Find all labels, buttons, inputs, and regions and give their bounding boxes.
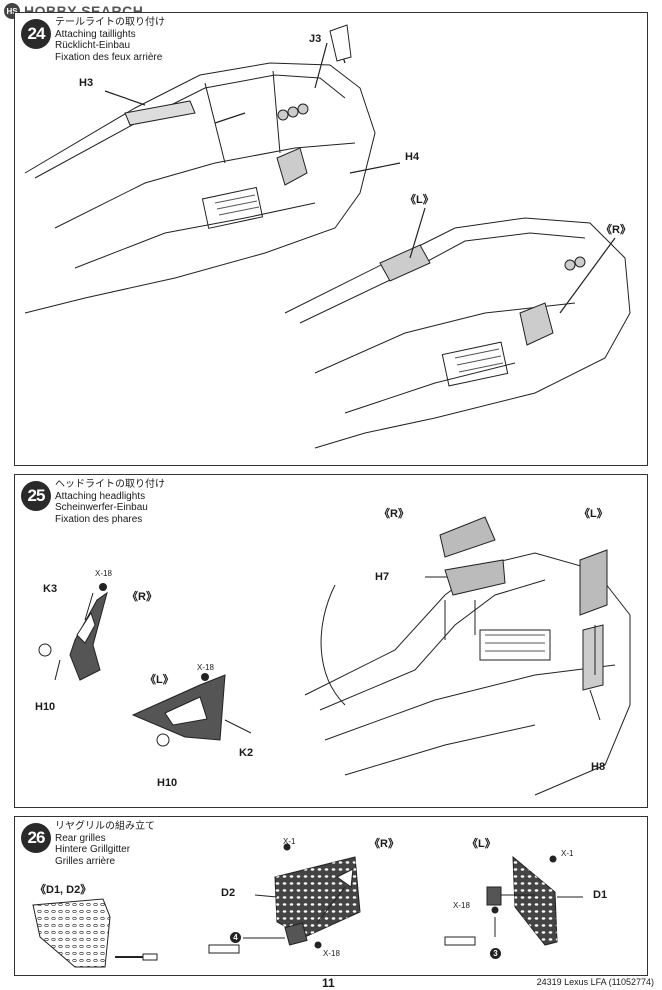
- label-left: 《L》: [405, 194, 434, 206]
- car-rear-drawing: [24, 24, 631, 449]
- step-titles: テールライトの取り付け Attaching taillights Rücklic…: [55, 17, 165, 63]
- label-x18-a: X-18: [323, 949, 340, 958]
- step-number: 26: [21, 823, 51, 853]
- step-25-panel: 25 ヘッドライトの取り付け Attaching headlights Sche…: [14, 474, 648, 808]
- title-de: Rücklicht-Einbau: [55, 40, 131, 51]
- title-en: Attaching headlights: [55, 490, 146, 502]
- label-d1: D1: [593, 889, 608, 901]
- label-d2: D2: [221, 887, 236, 899]
- label-h4: H4: [405, 151, 420, 163]
- label-k2: K2: [239, 747, 254, 759]
- label-right: 《R》: [369, 838, 399, 850]
- label-h8: H8: [591, 761, 606, 773]
- title-fr: Fixation des feux arrière: [55, 51, 163, 63]
- label-x18-b: X-18: [453, 901, 470, 910]
- label-x1-b: X-1: [561, 849, 574, 858]
- title-jp: テールライトの取り付け: [55, 17, 165, 28]
- step-number: 25: [21, 481, 51, 511]
- label-h10-b: H10: [157, 777, 178, 789]
- callout-3-wrap: 3: [490, 947, 501, 959]
- label-left-a: 《L》: [145, 674, 174, 686]
- headlight-drawing: [38, 516, 631, 796]
- title-en: Attaching taillights: [55, 28, 136, 40]
- step-26-panel: 26 リヤグリルの組み立て Rear grilles Hintere Grill…: [14, 816, 648, 976]
- label-x1-a: X-1: [283, 837, 296, 846]
- label-x18-a: X-18: [95, 569, 112, 578]
- title-fr: Grilles arrière: [55, 855, 116, 867]
- label-h10-a: H10: [35, 701, 56, 713]
- step-titles: リヤグリルの組み立て Rear grilles Hintere Grillgit…: [55, 821, 155, 867]
- label-right: 《R》: [601, 224, 631, 236]
- label-left-b: 《L》: [579, 508, 608, 520]
- step-number: 24: [21, 19, 51, 49]
- callout-4-wrap: 4: [230, 931, 241, 943]
- callout-4: 4: [230, 932, 241, 943]
- rear-grille-drawing: [32, 843, 583, 968]
- label-left: 《L》: [467, 838, 496, 850]
- callout-3: 3: [490, 948, 501, 959]
- title-de: Scheinwerfer-Einbau: [55, 502, 148, 513]
- label-right-b: 《R》: [379, 508, 409, 520]
- label-h7: H7: [375, 571, 390, 583]
- label-k3: K3: [43, 583, 58, 595]
- label-h3: H3: [79, 77, 94, 89]
- page-number: 11: [322, 976, 335, 990]
- title-de: Hintere Grillgitter: [55, 844, 131, 855]
- title-fr: Fixation des phares: [55, 513, 143, 525]
- title-jp: リヤグリルの組み立て: [55, 821, 155, 832]
- step-24-panel: 24 テールライトの取り付け Attaching taillights Rück…: [14, 12, 648, 466]
- label-d1-d2: 《D1, D2》: [35, 884, 92, 896]
- label-right-a: 《R》: [127, 591, 157, 603]
- title-en: Rear grilles: [55, 832, 106, 844]
- label-x18-b: X-18: [197, 663, 214, 672]
- step-titles: ヘッドライトの取り付け Attaching headlights Scheinw…: [55, 479, 165, 525]
- product-code: 24319 Lexus LFA (11052774): [536, 977, 654, 987]
- title-jp: ヘッドライトの取り付け: [55, 479, 165, 490]
- label-j3: J3: [309, 33, 322, 45]
